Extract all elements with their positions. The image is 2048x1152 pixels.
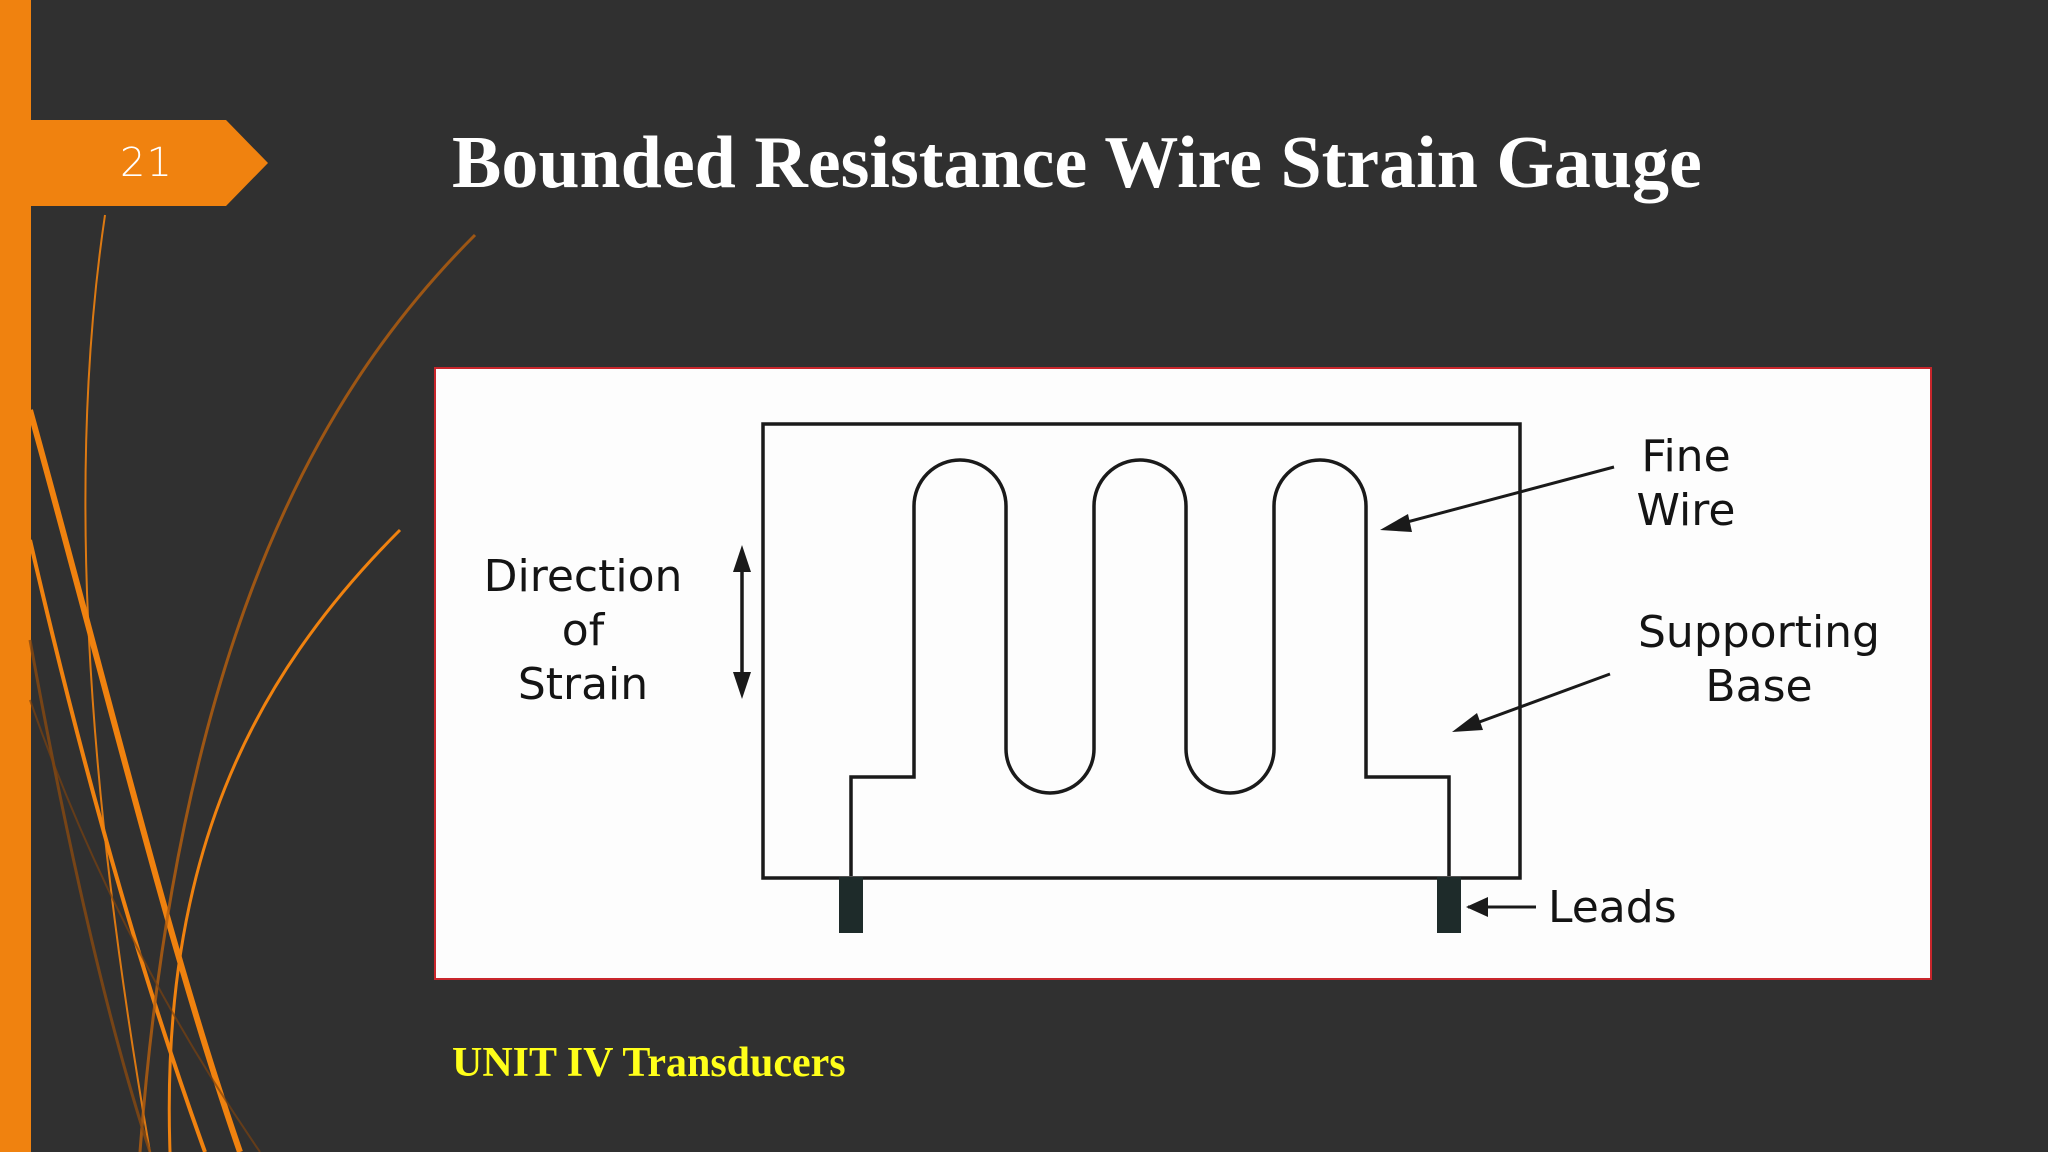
supporting-base-label-line1: Supporting [1638, 607, 1880, 658]
arrow-down-head [733, 672, 751, 699]
supporting-base-pointer [1462, 672, 1611, 730]
swoosh-line [138, 233, 477, 1152]
fine-wire-pointer [1391, 465, 1615, 528]
supporting-base-label-line2: Base [1705, 661, 1812, 712]
swoosh-line [28, 639, 152, 1152]
swoosh-line [167, 528, 402, 1152]
swoosh-line [29, 699, 261, 1152]
leads-label: Leads [1548, 882, 1677, 933]
swoosh-line [27, 409, 243, 1152]
swoosh-line [84, 214, 151, 1152]
lead-block-left [839, 877, 863, 933]
direction-of-strain-label-line2: of [562, 605, 606, 656]
strain-gauge-diagram: Direction of Strain Fine Wire Supporting… [434, 367, 1932, 980]
slide-title: Bounded Resistance Wire Strain Gauge [452, 122, 1702, 204]
supporting-base-outline [761, 422, 1522, 880]
supporting-base-arrow-head [1452, 713, 1483, 732]
leads-arrow-head [1466, 897, 1488, 917]
swoosh-line [28, 539, 207, 1152]
direction-of-strain-label-line3: Strain [518, 659, 648, 710]
decorative-swooshes [27, 214, 477, 1152]
direction-of-strain-label-line1: Direction [484, 551, 683, 602]
footer-unit-label: UNIT IV Transducers [452, 1040, 846, 1086]
fine-wire-label-line2: Wire [1637, 485, 1736, 536]
slide-number-tab [0, 120, 268, 206]
slide-number: 21 [120, 140, 173, 186]
arrow-up-head [733, 545, 751, 572]
fine-wire-label-line1: Fine [1641, 431, 1730, 482]
fine-wire-grid [849, 458, 1451, 876]
fine-wire-arrow-head [1380, 514, 1412, 532]
lead-block-right [1437, 877, 1461, 933]
